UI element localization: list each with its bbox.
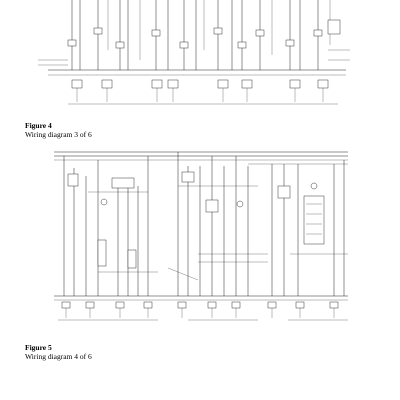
figure-4-text: Wiring diagram 3 of 6 [25,130,92,139]
diagram-top-wiring [38,0,350,105]
wiring-diagram-top [38,0,350,105]
figure-5-label: Figure 5 [25,343,52,352]
figure-5-caption: Figure 5 Wiring diagram 4 of 6 [25,343,92,361]
figure-4-label: Figure 4 [25,121,52,130]
figure-4-caption: Figure 4 Wiring diagram 3 of 6 [25,121,92,139]
figure-5-text: Wiring diagram 4 of 6 [25,352,92,361]
wiring-diagram-bottom [54,151,348,321]
diagram-bottom-wiring [54,151,348,321]
